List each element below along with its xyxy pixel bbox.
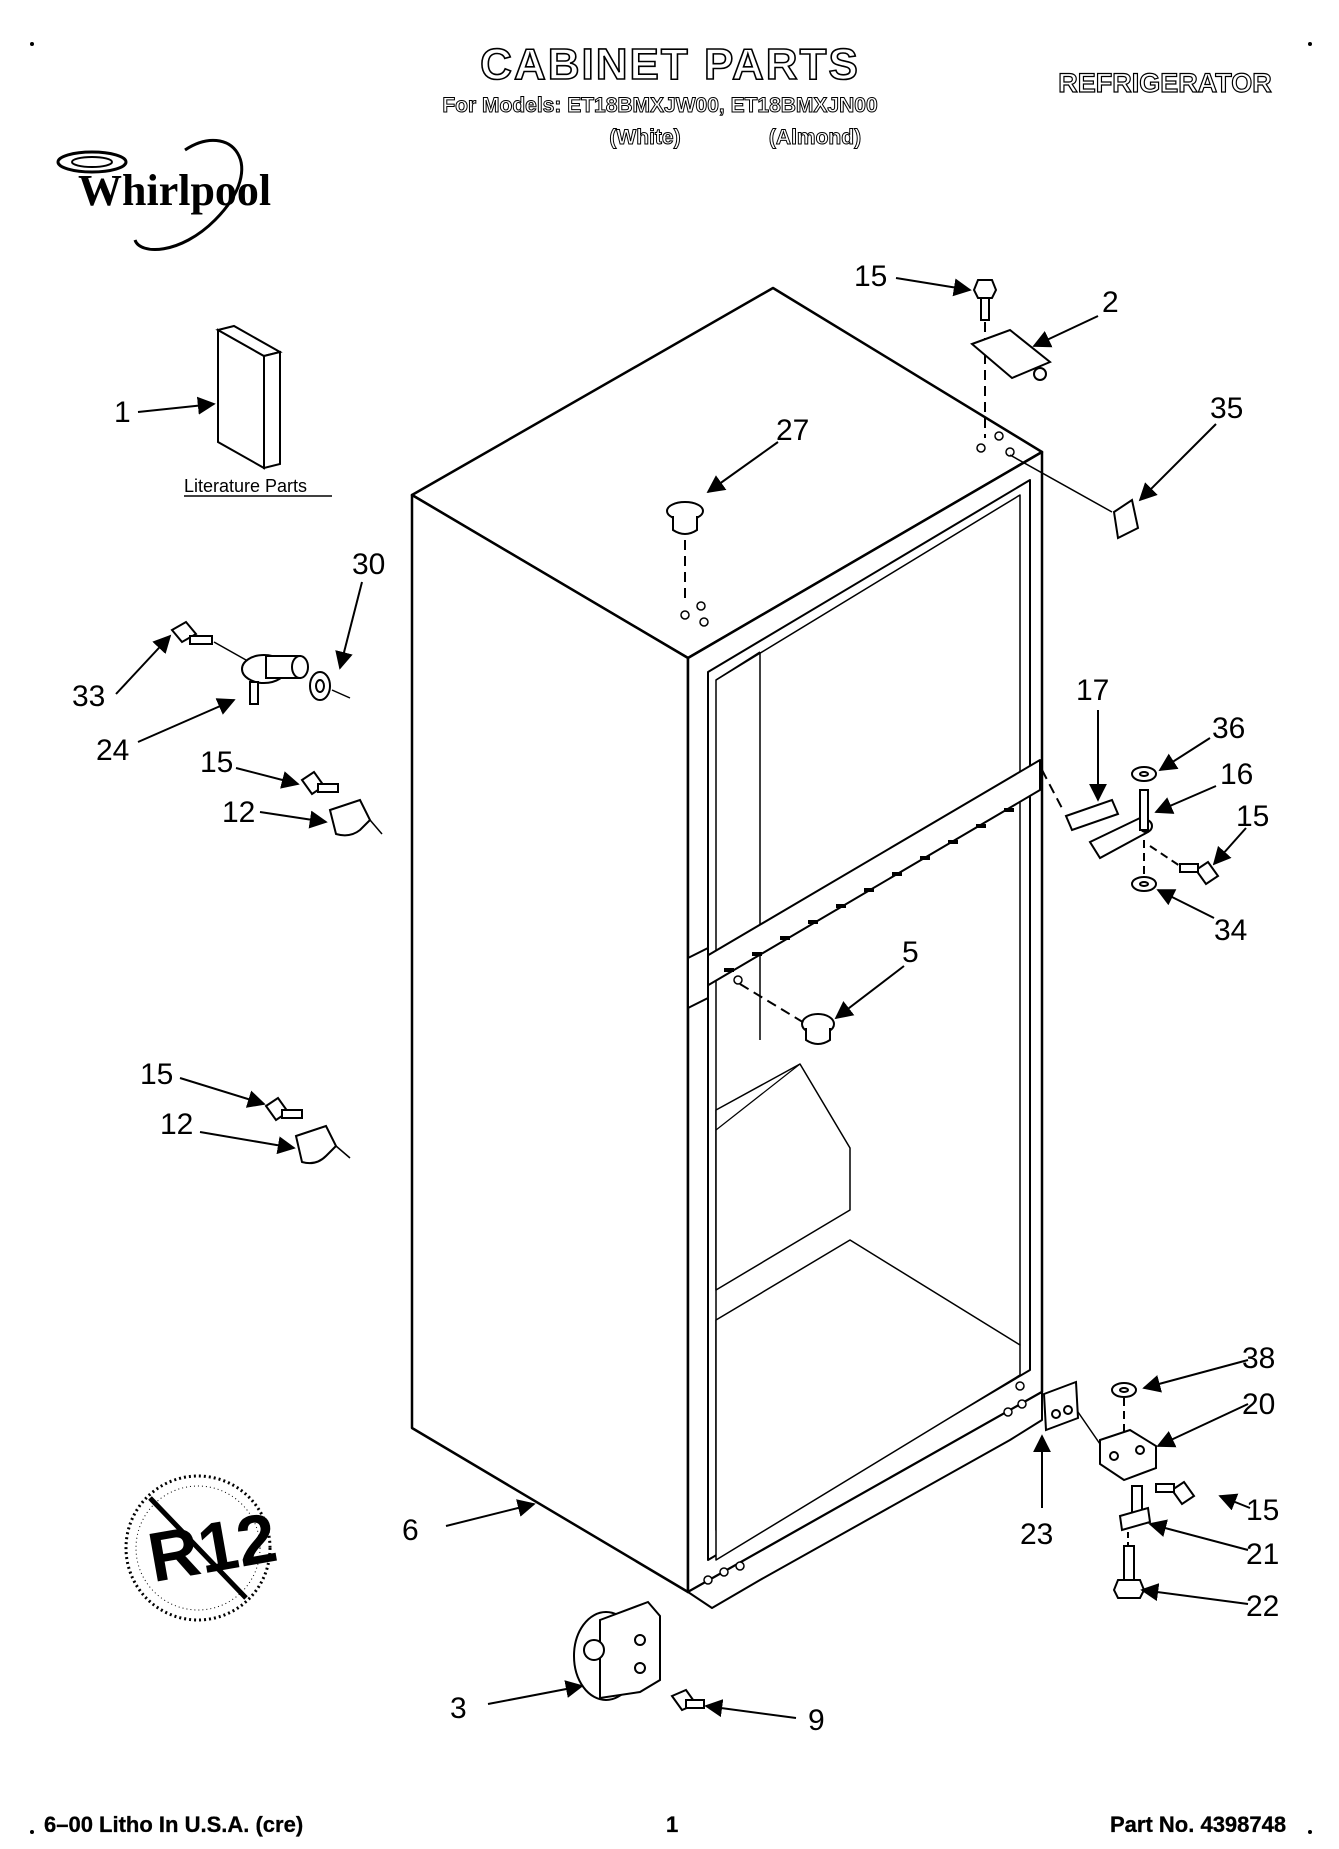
washer-36 bbox=[1131, 766, 1157, 782]
cabinet-parts-diagram: Whirlpool Literature Parts bbox=[56, 138, 1279, 1737]
callout-5: 5 bbox=[902, 936, 919, 969]
crossbar-slots bbox=[724, 808, 1014, 972]
literature-parts-label: Literature Parts bbox=[184, 476, 307, 496]
callout-15-left-lower: 15 bbox=[140, 1058, 173, 1091]
callout-24: 24 bbox=[96, 734, 129, 767]
callout-6: 6 bbox=[402, 1514, 419, 1547]
screw-15-bottom-right bbox=[1155, 1480, 1196, 1506]
bolt-22 bbox=[1112, 1545, 1146, 1599]
callout-15-bottom-right: 15 bbox=[1246, 1494, 1279, 1527]
leader-lines bbox=[115, 277, 1251, 1719]
corner-mark-top-left bbox=[30, 42, 34, 46]
leveling-roller-3 bbox=[573, 1600, 661, 1701]
callout-15-left-upper: 15 bbox=[200, 746, 233, 779]
screw-15-top bbox=[972, 279, 998, 321]
page-title: CABINET PARTS bbox=[479, 39, 860, 90]
cabinet-holes bbox=[680, 431, 1027, 1585]
callout-21: 21 bbox=[1246, 1538, 1279, 1571]
category-label: REFRIGERATOR bbox=[1058, 67, 1273, 98]
callout-1: 1 bbox=[114, 396, 131, 429]
screw-9 bbox=[670, 1688, 705, 1712]
pin-16 bbox=[1139, 789, 1149, 831]
corner-mark-bottom-left bbox=[30, 1830, 34, 1834]
callout-15-center-right: 15 bbox=[1236, 800, 1269, 833]
model-numbers: For Models: ET18BMXJW00, ET18BMXJN00 bbox=[442, 94, 878, 118]
hinge-pin-24 bbox=[241, 654, 309, 705]
shim-35 bbox=[1112, 498, 1140, 540]
callout-38: 38 bbox=[1242, 1342, 1275, 1375]
callout-34: 34 bbox=[1214, 914, 1247, 947]
callout-35: 35 bbox=[1210, 392, 1243, 425]
callout-17: 17 bbox=[1076, 674, 1109, 707]
variant-white: (White) bbox=[609, 126, 681, 150]
corner-mark-bottom-right bbox=[1308, 1830, 1312, 1834]
no-r12-refrigerant-icon: R12 bbox=[124, 1474, 282, 1622]
callout-20: 20 bbox=[1242, 1388, 1275, 1421]
page-number: 1 bbox=[666, 1812, 679, 1837]
washer-38 bbox=[1111, 1382, 1137, 1398]
callout-2: 2 bbox=[1102, 286, 1119, 319]
brand-name: Whirlpool bbox=[78, 166, 271, 215]
cap-plug-27 bbox=[666, 501, 704, 535]
callout-15-top: 15 bbox=[854, 260, 887, 293]
callout-12-lower: 12 bbox=[160, 1108, 193, 1141]
whirlpool-logo: Whirlpool bbox=[56, 138, 271, 251]
washer-30 bbox=[309, 671, 331, 701]
corner-mark-top-right bbox=[1308, 42, 1312, 46]
callout-22: 22 bbox=[1246, 1590, 1279, 1623]
hinge-top-2 bbox=[970, 328, 1052, 381]
callout-3: 3 bbox=[450, 1692, 467, 1725]
bottom-hinge-20 bbox=[1099, 1428, 1157, 1482]
refrigerator-cabinet bbox=[410, 286, 1044, 1609]
callout-9: 9 bbox=[808, 1704, 825, 1737]
hinge-cover-12-lower bbox=[294, 1124, 351, 1165]
screw-15-center-right bbox=[1179, 860, 1220, 886]
part-number: Part No. 4398748 bbox=[1110, 1812, 1287, 1837]
shim-23 bbox=[1042, 1380, 1080, 1432]
callout-33: 33 bbox=[72, 680, 105, 713]
callout-12-upper: 12 bbox=[222, 796, 255, 829]
footer-print-info: 6–00 Litho In U.S.A. (cre) bbox=[44, 1812, 304, 1837]
hinge-cover-12-upper bbox=[328, 798, 383, 837]
screw-15-left-upper bbox=[300, 770, 339, 796]
screw-33 bbox=[170, 620, 213, 645]
callout-30: 30 bbox=[352, 548, 385, 581]
callout-27: 27 bbox=[776, 414, 809, 447]
variant-almond: (Almond) bbox=[768, 126, 862, 150]
callout-numbers: 1 2 15 27 35 30 33 24 15 12 17 36 16 15 … bbox=[72, 260, 1279, 1737]
callout-36: 36 bbox=[1212, 712, 1245, 745]
literature-book-icon bbox=[215, 324, 283, 470]
cap-plug-5 bbox=[801, 1013, 835, 1045]
callout-16: 16 bbox=[1220, 758, 1253, 791]
pin-bracket-21 bbox=[1118, 1485, 1152, 1532]
washer-34 bbox=[1131, 876, 1157, 892]
screw-15-left-lower bbox=[264, 1096, 303, 1122]
callout-23: 23 bbox=[1020, 1518, 1053, 1551]
